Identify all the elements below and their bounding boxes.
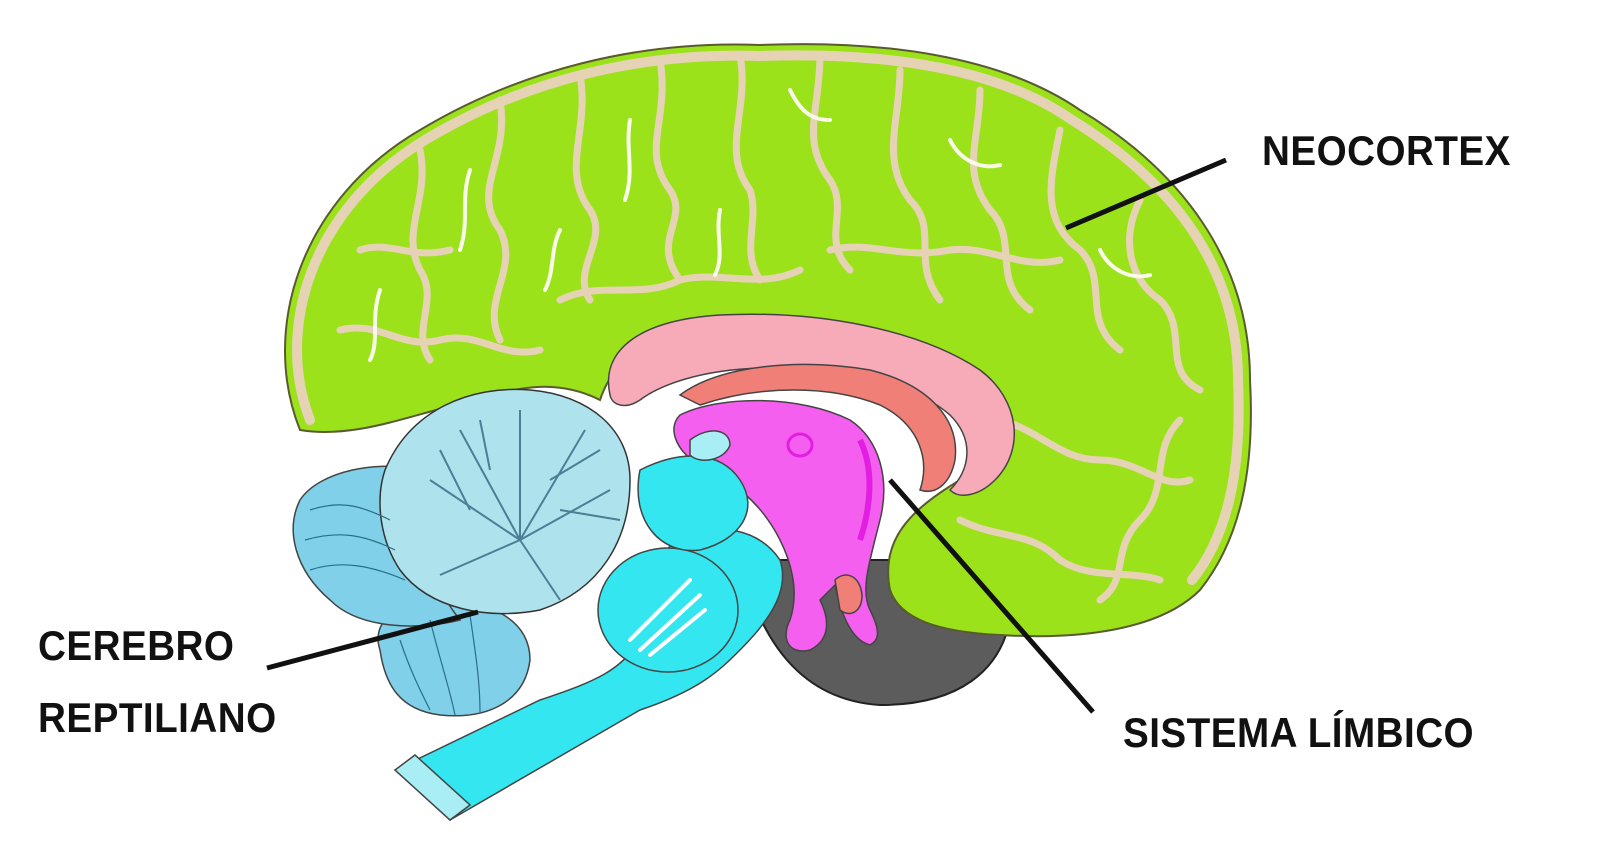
- hypothalamus-nub: [834, 574, 863, 615]
- leader-lines: [266, 157, 1227, 714]
- fornix-band: [678, 363, 957, 492]
- pons: [597, 547, 739, 673]
- cingulate-gyrus: [607, 313, 1016, 496]
- pineal-nub: [786, 432, 814, 458]
- leader-line-reptilian: [266, 609, 479, 671]
- leader-line-neocortex: [1065, 157, 1227, 231]
- arbor-vitae: [429, 410, 621, 601]
- neocortex-rim: [292, 50, 1244, 585]
- cortex-highlights: [368, 88, 1152, 362]
- label-reptilian-brain-line2: REPTILIANO: [38, 694, 277, 741]
- label-neocortex: NEOCORTEX: [1262, 127, 1511, 174]
- label-reptilian-brain-line1: CEREBRO: [38, 622, 235, 669]
- spinal-cord: [393, 754, 472, 821]
- pons-highlights: [628, 578, 707, 657]
- label-limbic-system: SISTEMA LÍMBICO: [1123, 709, 1475, 756]
- leader-line-limbic: [888, 478, 1095, 714]
- cerebellum-folia: [304, 504, 481, 716]
- midbrain-light: [689, 430, 731, 461]
- limbic-accent: [857, 438, 873, 541]
- sulci-lines: [336, 51, 1204, 604]
- cerebellum-arbor: [379, 388, 631, 615]
